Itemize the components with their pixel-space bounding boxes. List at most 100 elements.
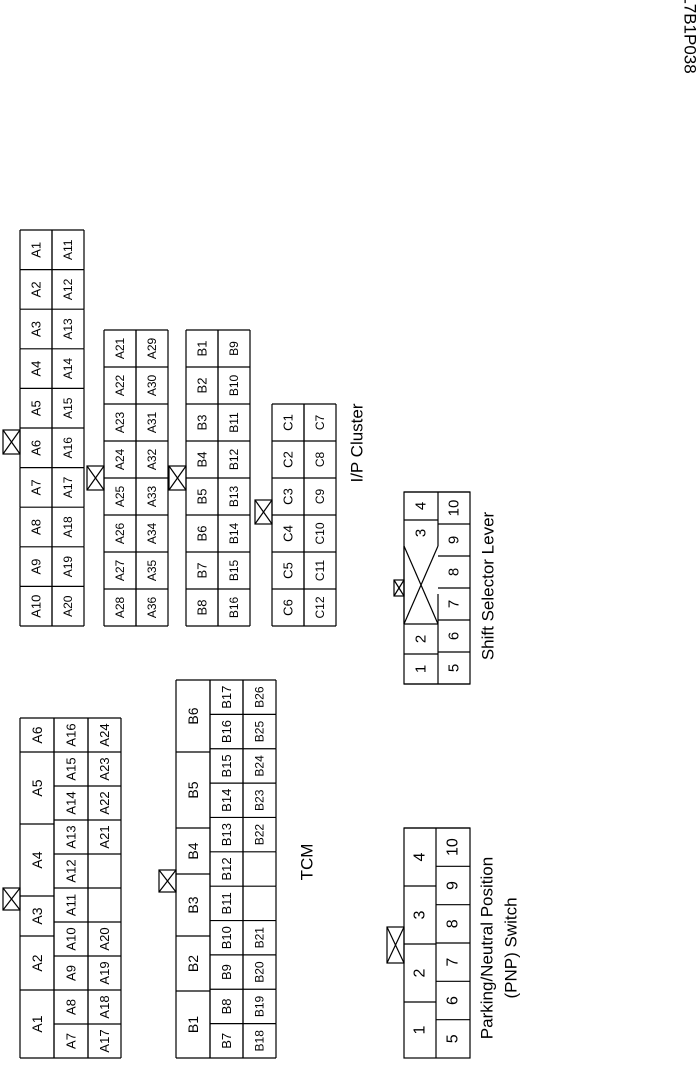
tcm-b-lock-icon <box>158 869 177 893</box>
ip_c-pin-c4: C4 <box>281 525 296 542</box>
tcm_a-pin-a9: A9 <box>64 965 79 981</box>
tcm_b-pin-b14: B14 <box>219 789 234 812</box>
pnp-pin-2: 2 <box>412 968 429 977</box>
tcm_a-pin-a10: A10 <box>64 927 79 950</box>
ip_b-pin-b10: B10 <box>227 375 241 397</box>
ip_a2-pin-a33: A33 <box>145 486 159 508</box>
shift-pin-4: 4 <box>413 502 430 510</box>
ip_a-pin-a18: A18 <box>61 516 75 538</box>
pnp-pin-6: 6 <box>445 996 462 1005</box>
shift-pin-8: 8 <box>446 568 463 576</box>
tcm_a-pin-a20: A20 <box>97 927 112 950</box>
ip_a-pin-a6: A6 <box>29 440 44 456</box>
tcm_b-pin-b16: B16 <box>219 720 234 743</box>
ip_a-pin-a17: A17 <box>61 476 75 498</box>
tcm_a-pin-a18: A18 <box>97 995 112 1018</box>
tcm_b-pin-b7: B7 <box>219 1033 234 1049</box>
ip_a2-pin-a24: A24 <box>113 449 127 471</box>
tcm_a-pin-a4: A4 <box>29 851 45 868</box>
ip_c-pin-c10: C10 <box>313 522 327 544</box>
tcm_a-pin-a17: A17 <box>97 1029 112 1052</box>
ip_a-pin-a9: A9 <box>29 559 44 575</box>
ip_a-pin-a2: A2 <box>29 281 44 297</box>
ip_a2-pin-a30: A30 <box>145 375 159 397</box>
tcm_b-pin-b17: B17 <box>219 686 234 709</box>
ip_a2-pin-a36: A36 <box>145 597 159 619</box>
tcm_a-pin-a7: A7 <box>64 1033 79 1049</box>
tcm_a-pin-a1: A1 <box>29 1015 45 1032</box>
ip_a2-pin-a28: A28 <box>113 597 127 619</box>
tcm_a-pin-a11: A11 <box>64 894 79 916</box>
ip_b-pin-b3: B3 <box>195 415 210 431</box>
tcm_b-pin-b4: B4 <box>185 842 201 859</box>
ip_a-pin-a4: A4 <box>29 361 44 377</box>
ip_a2-pin-a25: A25 <box>113 486 127 508</box>
pnp-pin-4: 4 <box>412 852 429 861</box>
pnp-pin-7: 7 <box>445 958 462 967</box>
pnp-pin-8: 8 <box>445 919 462 928</box>
ip_c-pin-c5: C5 <box>281 562 296 579</box>
ip_a-pin-a15: A15 <box>61 397 75 419</box>
shift-selector-label: Shift Selector Lever <box>479 511 498 660</box>
ip_b-pin-b16: B16 <box>227 597 241 619</box>
tcm_a-pin-a2: A2 <box>29 954 45 971</box>
ip_a2-pin-a29: A29 <box>145 338 159 360</box>
ip-c-lock-icon <box>254 499 273 525</box>
tcm-label: TCM <box>298 844 317 881</box>
tcm_a-pin-a15: A15 <box>64 757 79 780</box>
tcm_b-pin-b8: B8 <box>219 999 234 1015</box>
ip_a2-pin-a21: A21 <box>113 338 127 360</box>
ip_a2-pin-a35: A35 <box>145 560 159 582</box>
ip_a-pin-a10: A10 <box>29 595 44 618</box>
shift-pin-3: 3 <box>413 529 430 537</box>
tcm_b-pin-b2: B2 <box>185 955 201 972</box>
shift-pin-2: 2 <box>413 635 430 643</box>
tcm_b-pin-b6: B6 <box>185 707 201 724</box>
pnp-pin-9: 9 <box>445 881 462 890</box>
tcm_b-pin-b19: B19 <box>253 995 267 1017</box>
tcm_b-pin-b10: B10 <box>219 926 234 949</box>
ip_b-pin-b4: B4 <box>195 452 210 468</box>
ip_c-pin-c3: C3 <box>281 488 296 505</box>
ip_c-pin-c12: C12 <box>313 596 327 618</box>
tcm_b-pin-b12: B12 <box>219 857 234 880</box>
ip_c-pin-c8: C8 <box>313 452 327 468</box>
ip_c-pin-c2: C2 <box>281 451 296 468</box>
ip_c-pin-c1: C1 <box>281 414 296 431</box>
ip_a2-pin-a26: A26 <box>113 523 127 545</box>
pnp-label-line1: Parking/Neutral Position <box>478 857 497 1039</box>
ip_c-pin-c9: C9 <box>313 489 327 505</box>
tcm_b-pin-b24: B24 <box>253 755 267 777</box>
pnp-pin-1: 1 <box>412 1025 429 1034</box>
tcm_b-pin-b20: B20 <box>253 961 267 983</box>
ip_a2-pin-a34: A34 <box>145 523 159 545</box>
tcm_b-pin-b21: B21 <box>253 927 267 949</box>
ip_a-pin-a14: A14 <box>61 358 75 380</box>
shift-pin-7: 7 <box>446 600 463 608</box>
tcm_a-pin-a24: A24 <box>97 723 112 746</box>
tcm_b-pin-b23: B23 <box>253 789 267 811</box>
ip_a2-pin-a31: A31 <box>145 412 159 434</box>
shift-pin-9: 9 <box>446 536 463 544</box>
tcm_b-pin-b15: B15 <box>219 754 234 777</box>
tcm_b-pin-b25: B25 <box>253 721 267 743</box>
ip_b-pin-b13: B13 <box>227 486 241 508</box>
pnp-pin-5: 5 <box>445 1034 462 1043</box>
ip_b-pin-b15: B15 <box>227 560 241 582</box>
ip_b-pin-b12: B12 <box>227 449 241 471</box>
tcm-a-lock-icon <box>2 887 21 911</box>
tcm_a-pin-a19: A19 <box>97 961 112 984</box>
ip_c-pin-c7: C7 <box>313 415 327 431</box>
ip-b-lock-icon <box>168 465 187 491</box>
tcm_a-pin-a14: A14 <box>64 791 79 814</box>
tcm_b-pin-b1: B1 <box>185 1016 201 1033</box>
ip_a-pin-a12: A12 <box>61 278 75 300</box>
ip_b-pin-b5: B5 <box>195 489 210 505</box>
ip_b-pin-b1: B1 <box>195 341 210 357</box>
tcm_a-pin-a5: A5 <box>29 779 45 796</box>
ip_a-pin-a1: A1 <box>29 242 44 258</box>
tcm_a-pin-a22: A22 <box>97 791 112 814</box>
ip_c-pin-c6: C6 <box>281 599 296 616</box>
ip-cluster-label: I/P Cluster <box>348 403 367 482</box>
